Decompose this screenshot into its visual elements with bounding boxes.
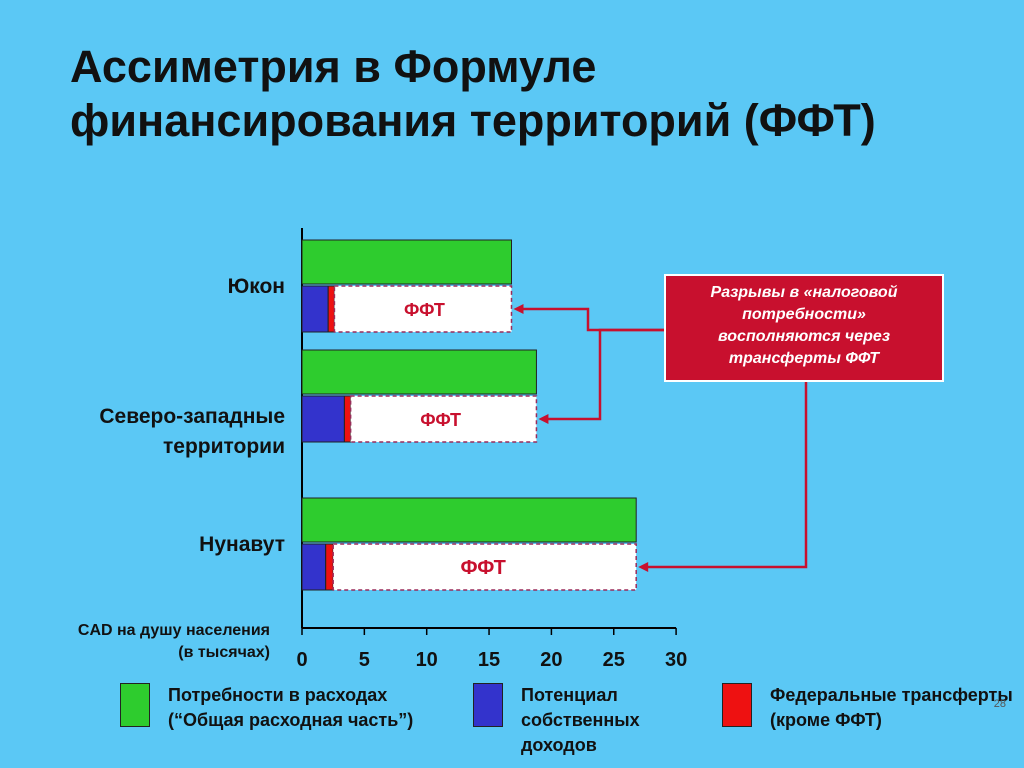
legend-line: Потенциал (521, 685, 618, 705)
slide-title: Ассиметрия в Формуле финансирования терр… (70, 40, 970, 148)
arrow-head (538, 414, 549, 424)
bar-spending-needs (301, 349, 537, 395)
legend-swatch-red (722, 683, 752, 727)
bar-fft-label: ФФТ (420, 410, 461, 430)
connector-nwt (544, 328, 664, 421)
category-label-line: Нунавут (199, 533, 285, 556)
legend-line: (кроме ФФТ) (770, 710, 882, 730)
callout-line: Разрывы в «налоговой (710, 284, 898, 301)
title-line-1: Ассиметрия в Формуле (70, 41, 597, 92)
callout-box: Разрывы в «налоговой потребности» воспол… (664, 274, 944, 382)
bar-fft (349, 395, 538, 443)
bar-federal-transfers (327, 285, 335, 333)
page-number: 28 (993, 698, 1006, 710)
callout-line: потребности» (742, 306, 866, 323)
bar-fft (333, 285, 513, 333)
x-tick-label: 5 (359, 649, 370, 671)
category-label-nwt: Северо-западные территории (99, 402, 285, 462)
bar-own-revenue (301, 395, 345, 443)
legend-line: (“Общая расходная часть”) (168, 710, 414, 730)
arrow-head (638, 562, 649, 572)
callout-line: трансферты ФФТ (728, 350, 880, 367)
bar-own-revenue (301, 543, 327, 591)
bar-spending-needs (301, 497, 637, 543)
x-tick-label: 25 (603, 649, 625, 671)
legend-line: доходов (521, 735, 597, 755)
bar-federal-transfers (325, 543, 334, 591)
legend-text: Потенциал собственных доходов (521, 683, 640, 758)
category-label-nunavut: Нунавут (199, 530, 285, 560)
bar-fft-label: ФФТ (404, 300, 445, 320)
legend-line: собственных (521, 710, 640, 730)
legend-line: Федеральные трансферты (770, 685, 1013, 705)
legend-swatch-green (120, 683, 150, 727)
category-label-yukon: Юкон (228, 272, 285, 302)
connector-yukon (519, 307, 664, 332)
x-tick-label: 30 (665, 649, 687, 671)
callout-line: восполняются через (718, 328, 890, 345)
bar-fft (332, 543, 637, 591)
connector-nunavut (644, 382, 808, 569)
category-label-line: Северо-западные (99, 405, 285, 428)
x-tick-label: 20 (540, 649, 562, 671)
bar-federal-transfers (343, 395, 352, 443)
bar-spending-needs (301, 239, 512, 285)
x-axis-label: CAD на душу населения (в тысячах) (50, 620, 270, 664)
bar-fft-label: ФФТ (461, 557, 506, 579)
category-label-line: Юкон (227, 275, 285, 298)
x-tick-label: 15 (478, 649, 500, 671)
x-axis-label-line: (в тысячах) (178, 644, 270, 661)
legend-line: Потребности в расходах (168, 685, 388, 705)
legend-text: Федеральные трансферты (кроме ФФТ) (770, 683, 1013, 733)
legend-text: Потребности в расходах (“Общая расходная… (168, 683, 413, 733)
bar-own-revenue (301, 285, 329, 333)
x-axis-label-line: CAD на душу населения (77, 622, 270, 639)
x-tick-label: 10 (416, 649, 438, 671)
arrow-head (513, 304, 524, 314)
category-label-line: территории (162, 435, 285, 458)
x-tick-label: 0 (296, 649, 307, 671)
title-line-2: финансирования территорий (ФФТ) (70, 95, 876, 146)
legend-swatch-blue (473, 683, 503, 727)
